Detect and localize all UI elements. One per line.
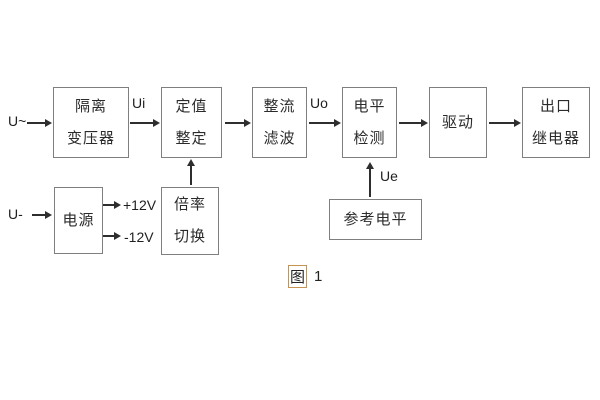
box-ratio-switch: 倍率 切换 bbox=[161, 187, 219, 255]
box-line: 整定 bbox=[175, 129, 208, 147]
box-line: 参考电平 bbox=[343, 210, 408, 228]
box-line: 切换 bbox=[173, 228, 206, 245]
box-reference-level: 参考电平 bbox=[329, 199, 422, 240]
input-dc-label: U- bbox=[8, 206, 23, 222]
arrow-isolation-to-setting bbox=[130, 119, 160, 127]
figure-caption: 图 1 bbox=[288, 265, 322, 288]
label-minus12v: -12V bbox=[124, 229, 154, 245]
label-ue: Ue bbox=[380, 168, 398, 184]
arrow-drive-to-relay bbox=[489, 119, 521, 127]
label-ui: Ui bbox=[132, 95, 146, 111]
box-drive: 驱动 bbox=[429, 87, 487, 158]
box-rectify-filter: 整流 滤波 bbox=[252, 87, 307, 158]
box-line: 驱动 bbox=[441, 113, 474, 131]
box-line: 电平 bbox=[353, 97, 386, 115]
box-line: 检测 bbox=[353, 129, 386, 147]
box-line: 定值 bbox=[175, 97, 208, 115]
box-line: 倍率 bbox=[173, 196, 206, 213]
box-line: 滤波 bbox=[263, 129, 296, 147]
figure-caption-char: 图 bbox=[288, 265, 308, 288]
label-uo: Uo bbox=[310, 95, 328, 111]
box-line: 变压器 bbox=[66, 129, 115, 147]
box-line: 隔离 bbox=[74, 97, 107, 115]
arrow-power-minus12v bbox=[103, 232, 121, 240]
arrow-ac-input bbox=[27, 119, 52, 127]
arrow-ratio-to-setting bbox=[187, 159, 195, 185]
box-line: 电源 bbox=[62, 211, 95, 229]
arrow-setting-to-rectifier bbox=[225, 119, 251, 127]
box-setting-adjust: 定值 整定 bbox=[161, 87, 222, 158]
input-ac-label: U~ bbox=[8, 113, 27, 129]
label-plus12v: +12V bbox=[123, 197, 157, 213]
box-output-relay: 出口 继电器 bbox=[522, 87, 590, 158]
arrow-level-to-drive bbox=[399, 119, 428, 127]
box-isolation-transformer: 隔离 变压器 bbox=[53, 87, 129, 158]
arrow-rectifier-to-level bbox=[309, 119, 341, 127]
arrow-power-plus12v bbox=[103, 201, 121, 209]
box-level-detect: 电平 检测 bbox=[342, 87, 397, 158]
figure-caption-number: 1 bbox=[314, 268, 323, 285]
box-power-supply: 电源 bbox=[54, 187, 103, 254]
box-line: 继电器 bbox=[531, 129, 580, 147]
box-line: 整流 bbox=[263, 97, 296, 115]
box-line: 出口 bbox=[539, 97, 572, 115]
arrow-dc-input bbox=[32, 211, 52, 219]
arrow-reference-to-level bbox=[366, 162, 374, 197]
